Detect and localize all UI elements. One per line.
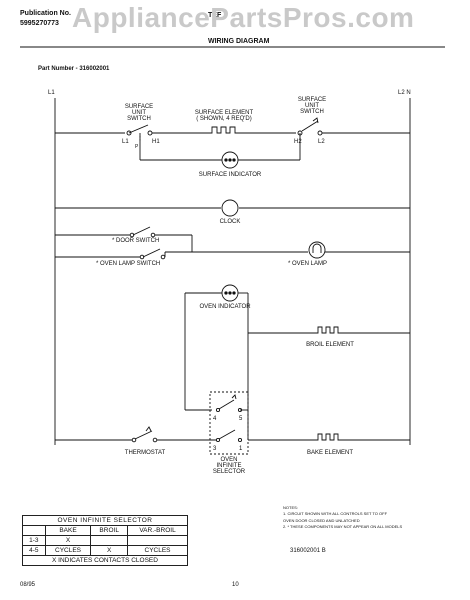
terminal-l1-label: L1 [122, 139, 129, 145]
clock-label: CLOCK [219, 219, 241, 225]
footer-date: 08/95 [20, 582, 36, 588]
surface-element-label: SURFACE ELEMENT ( SHOWN, 4 REQ'D) [194, 110, 254, 122]
surface-switch-left-label: SURFACE UNIT SWITCH [124, 104, 154, 122]
watermark: AppliancePartsPros.com [72, 2, 415, 33]
terminal-h2-label: H2 [294, 139, 302, 145]
notes-title: NOTES: [283, 505, 298, 510]
table-cell: CYCLES [127, 545, 188, 556]
table-cell [127, 535, 188, 546]
selector-box [209, 391, 249, 455]
door-switch-label: * DOOR SWITCH [112, 238, 160, 244]
bake-element-label: BAKE ELEMENT [306, 450, 354, 456]
publication-number: 5995270773 [20, 20, 59, 27]
bake-element-symbol [314, 433, 342, 441]
broil-element-label: BROIL ELEMENT [306, 342, 354, 348]
oven-lamp-symbol [308, 241, 326, 259]
publication-label: Publication No. [20, 10, 71, 17]
door-switch-symbol [129, 226, 156, 238]
surface-switch-right-label: SURFACE UNIT SWITCH [297, 97, 327, 115]
table-row: 4-5 CYCLES X CYCLES [22, 545, 188, 556]
selector-table-caption: OVEN INFINITE SELECTOR [22, 515, 188, 526]
oven-lamp-label: * OVEN LAMP [288, 261, 328, 267]
table-header-cell [22, 525, 46, 536]
selector-table: OVEN INFINITE SELECTOR BAKE BROIL VAR.-B… [22, 515, 188, 566]
selector-terminal-1: 1 [239, 446, 243, 452]
rail-l1-label: L1 [48, 90, 55, 96]
table-cell: 1-3 [22, 535, 46, 546]
surface-switch-left-symbol [126, 124, 153, 142]
table-cell [90, 535, 129, 546]
notes-line-1: 1. CIRCUIT SHOWN WITH ALL CONTROLS SET T… [283, 511, 388, 517]
table-cell: X [44, 535, 92, 546]
selector-terminal-3: 3 [213, 446, 217, 452]
diagram-number: 316002001 B [290, 548, 326, 554]
table-header-cell: BROIL [90, 525, 129, 536]
table-cell: 4-5 [22, 545, 46, 556]
surface-switch-right-symbol [297, 117, 323, 136]
part-number: Part Number - 316002001 [38, 66, 110, 72]
diagram-title: WIRING DIAGRAM [208, 38, 270, 45]
table-cell: CYCLES [44, 545, 92, 556]
oven-lamp-switch-symbol [139, 248, 166, 260]
rail-l2n-label: L2 N [398, 90, 411, 96]
thermostat-label: THERMOSTAT [124, 450, 166, 456]
selector-contacts-bottom [215, 429, 243, 443]
table-row: 1-3 X [22, 535, 188, 546]
terminal-p-label: P [135, 144, 139, 150]
table-header-cell: VAR.-BROIL [127, 525, 188, 536]
broil-element-symbol [314, 326, 342, 334]
footer-page: 10 [232, 582, 239, 588]
selector-terminal-4: 4 [213, 416, 217, 422]
clock-symbol [221, 199, 239, 217]
oven-lamp-switch-label: * OVEN LAMP SWITCH [96, 261, 161, 267]
selector-contacts-top [215, 394, 243, 413]
oven-selector-label: OVEN INFINITE SELECTOR [212, 457, 246, 475]
terminal-h1-label: H1 [152, 139, 160, 145]
surface-indicator-label: SURFACE INDICATOR [198, 172, 262, 178]
table-header-cell: BAKE [44, 525, 92, 536]
model-number: TEF [208, 12, 222, 19]
notes-line-2: OVEN DOOR CLOSED AND UNLATCHED [283, 517, 360, 523]
oven-indicator-symbol [221, 284, 239, 302]
notes-line-3: 2. * THESE COMPONENTS MAY NOT APPEAR ON … [283, 524, 403, 530]
terminal-l2-label: L2 [318, 139, 325, 145]
table-header-row: BAKE BROIL VAR.-BROIL [22, 525, 188, 536]
oven-indicator-label: OVEN INDICATOR [199, 304, 251, 310]
table-cell: X [90, 545, 129, 556]
selector-table-footer: X INDICATES CONTACTS CLOSED [22, 555, 188, 566]
selector-terminal-5: 5 [239, 416, 243, 422]
surface-element-symbol [208, 126, 239, 134]
surface-indicator-symbol [221, 151, 239, 169]
thermostat-symbol [131, 426, 158, 443]
notes-block: NOTES: 1. CIRCUIT SHOWN WITH ALL CONTROL… [283, 505, 433, 531]
